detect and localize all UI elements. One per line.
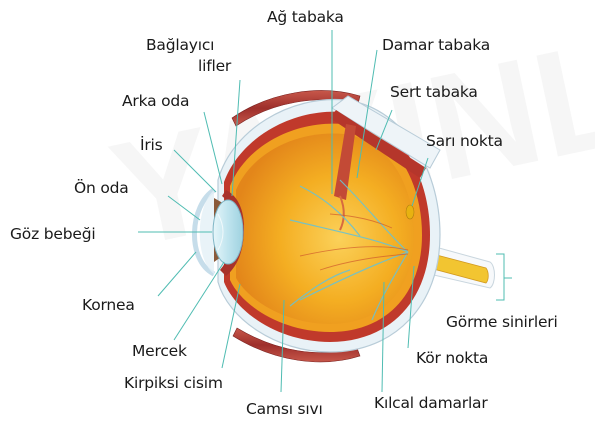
label-kornea: Kornea [82,296,135,314]
label-goz-bebegi: Göz bebeği [10,225,95,243]
lens-shape [213,200,243,264]
label-kirpiksi-cisim: Kirpiksi cisim [124,374,223,392]
optic-nerve-bracket [496,254,504,300]
label-sari-nokta: Sarı nokta [426,132,503,150]
label-baglayici: Bağlayıcı [146,36,214,54]
label-lifler: lifler [198,57,232,75]
label-on-oda: Ön oda [74,178,129,197]
label-camsi-sivi: Camsı sıvı [246,400,323,418]
label-arka-oda: Arka oda [122,92,189,110]
label-mercek: Mercek [132,342,187,360]
label-ag-tabaka: Ağ tabaka [267,8,344,26]
label-damar-tabaka: Damar tabaka [382,36,490,54]
label-gorme-sinirleri: Görme sinirleri [446,313,558,331]
label-sert-tabaka: Sert tabaka [390,83,478,101]
label-kilcal-damarlar: Kılcal damarlar [374,394,488,412]
label-iris: İris [140,135,163,154]
macula-spot [406,205,414,219]
leader-mercek [174,262,224,340]
label-kor-nokta: Kör nokta [416,349,488,367]
